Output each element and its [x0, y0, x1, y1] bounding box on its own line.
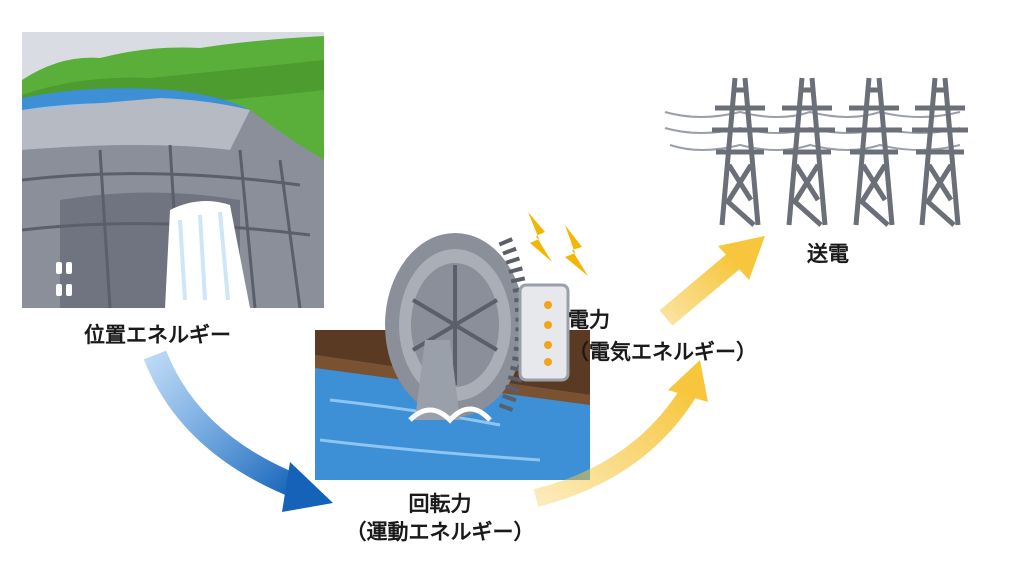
potential-energy-text: 位置エネルギー — [84, 323, 231, 347]
rotation-subtitle: （運動エネルギー） — [345, 520, 535, 544]
transmission-towers — [664, 77, 968, 227]
arrow-potential-to-rotation — [143, 350, 333, 512]
electric-subtitle: （電気エネルギー） — [568, 340, 757, 364]
electric-title: 電力 — [568, 308, 610, 332]
turbine-illustration — [314, 212, 590, 480]
transmission-tower-icon — [712, 77, 768, 227]
label-transmission: 送電 — [807, 238, 849, 268]
dam-illustration — [22, 32, 324, 308]
generator-box — [518, 283, 570, 382]
lightning-bolt-icon — [565, 225, 588, 276]
label-rotation: 回転力 （運動エネルギー） — [330, 490, 550, 546]
label-potential-energy: 位置エネルギー — [84, 319, 231, 349]
transmission-text: 送電 — [807, 242, 849, 266]
arrow-rotation-to-electric — [533, 360, 708, 507]
arrow-electric-to-transmission — [659, 236, 765, 326]
spillway-water — [165, 201, 250, 308]
lightning-bolt-icon — [528, 212, 552, 262]
rotation-title: 回転力 — [408, 492, 472, 516]
label-electric-power: 電力 （電気エネルギー） — [568, 304, 757, 368]
